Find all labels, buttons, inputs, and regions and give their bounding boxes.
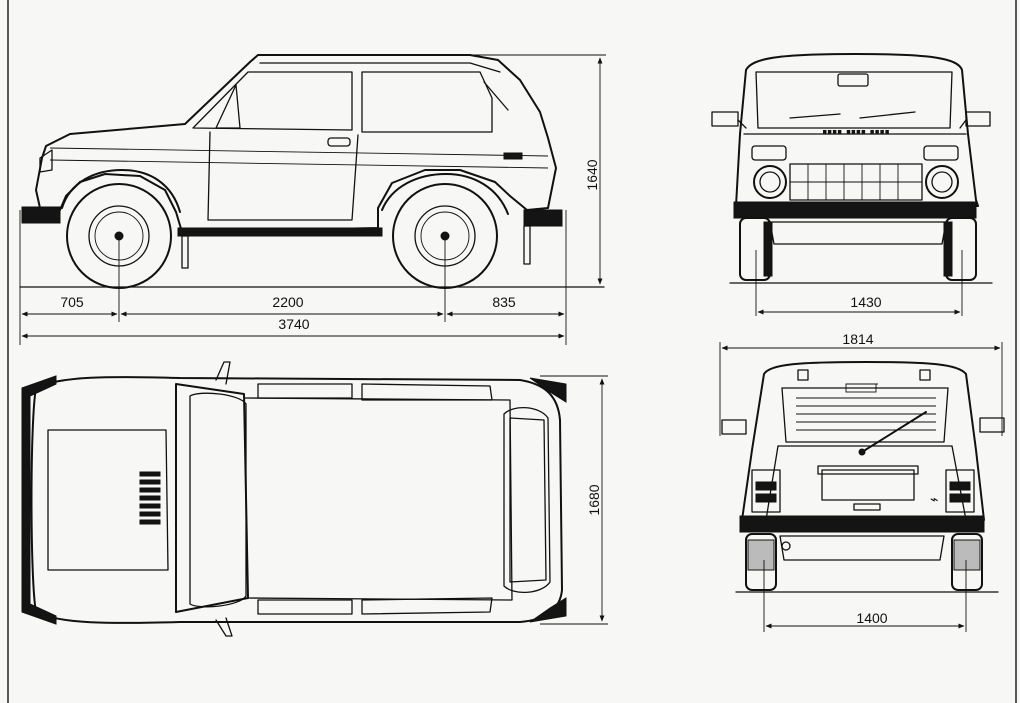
side-height-label: 1640 bbox=[584, 159, 600, 190]
rear-view: ⌁ bbox=[721, 361, 1005, 593]
front-track-label: 1430 bbox=[850, 294, 881, 310]
rear-overall-width-label: 1814 bbox=[842, 331, 873, 347]
top-width-label: 1680 bbox=[586, 484, 602, 515]
front-overhang-label: 705 bbox=[60, 294, 84, 310]
top-view bbox=[21, 361, 567, 637]
side-view-dimensions bbox=[19, 54, 606, 345]
overall-length-label: 3740 bbox=[278, 316, 309, 332]
hood-vent-icon bbox=[139, 471, 161, 525]
wheelbase-label: 2200 bbox=[272, 294, 303, 310]
top-view-dimensions bbox=[540, 375, 608, 625]
front-view-dimensions bbox=[755, 250, 963, 316]
front-hood-lettering: ▪▪▪▪ ▪▪▪▪ ▪▪▪▪ bbox=[822, 123, 889, 139]
front-view: ▪▪▪▪ ▪▪▪▪ ▪▪▪▪ bbox=[711, 53, 993, 284]
side-view bbox=[19, 54, 605, 289]
rear-badge: ⌁ bbox=[930, 491, 938, 507]
rear-track-label: 1400 bbox=[856, 610, 887, 626]
rear-overhang-label: 835 bbox=[492, 294, 516, 310]
rear-view-dimensions bbox=[719, 342, 1003, 632]
